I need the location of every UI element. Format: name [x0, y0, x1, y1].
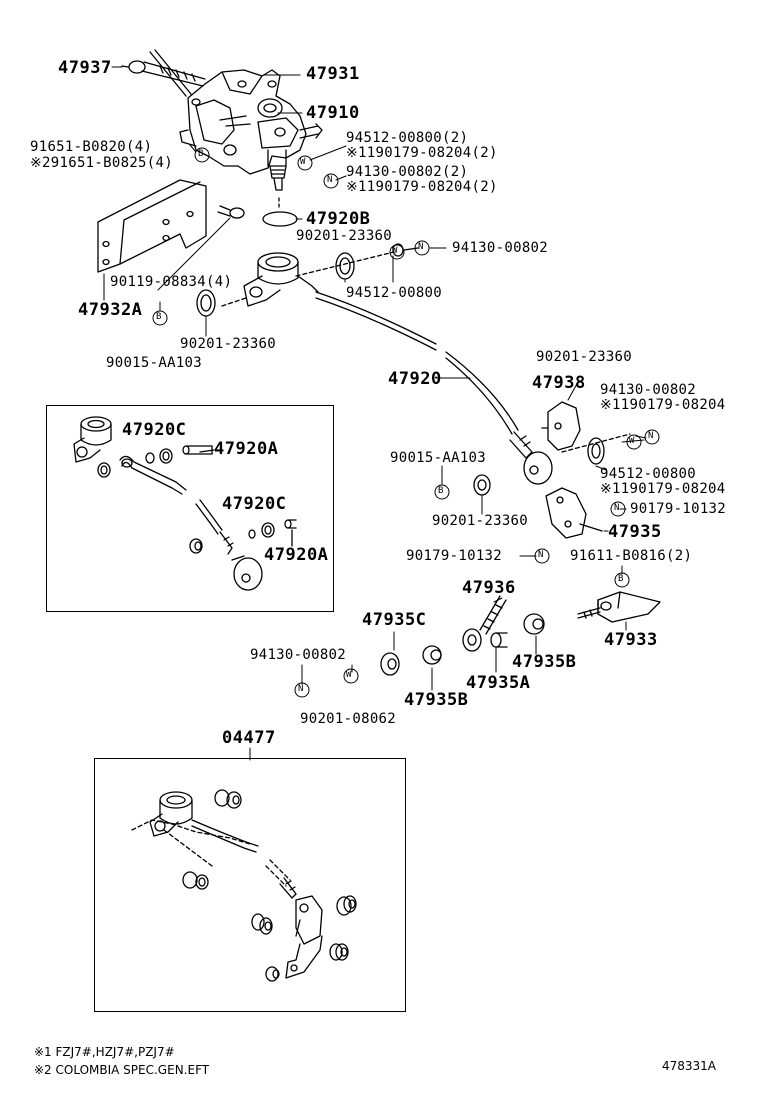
bracket-47938-drawing: [547, 401, 581, 451]
part-label-90201-23360-b[interactable]: 90201-23360: [180, 336, 277, 352]
part-label-47920c-b[interactable]: 47920C: [222, 494, 287, 514]
marker-n-5: N: [538, 550, 544, 560]
footnote-1: ※1 FZJ7#,HZJ7#,PZJ7#: [34, 1045, 175, 1059]
part-label-47936[interactable]: 47936: [462, 578, 516, 598]
footnote-2: ※2 COLOMBIA SPEC.GEN.EFT: [34, 1063, 210, 1077]
part-label-47935a[interactable]: 47935A: [466, 673, 531, 693]
marker-n-4: N: [614, 503, 620, 513]
part-label-94512-00800-a[interactable]: 94512-00800: [346, 285, 443, 301]
part-label-90179-10132-a[interactable]: 90179-10132: [630, 501, 727, 517]
part-label-91611-b0816[interactable]: 91611-B0816(2): [570, 548, 693, 564]
part-label-90015-aa103-a[interactable]: 90015-AA103: [106, 355, 203, 371]
marker-circles: [152, 147, 660, 698]
part-label-47920[interactable]: 47920: [388, 369, 442, 389]
marker-w-1: W: [300, 157, 306, 167]
bracket-47935-drawing: [545, 487, 587, 539]
marker-w-3: W: [629, 436, 635, 446]
sensor-cable-47920-drawing: [315, 291, 553, 485]
part-label-47910[interactable]: 47910: [306, 103, 360, 123]
part-label-47920c-a[interactable]: 47920C: [122, 420, 187, 440]
part-label-94130-00802-b[interactable]: 94130-00802: [600, 382, 697, 398]
part-label-90119-08834[interactable]: 90119-08834(4): [110, 274, 233, 290]
part-label-94512-00800-b[interactable]: 94512-00800: [600, 466, 697, 482]
marker-n-2: N: [418, 242, 424, 252]
inset-sensor-kit-drawing: [73, 416, 297, 591]
part-label-47938[interactable]: 47938: [532, 373, 586, 393]
bracket-47932a-drawing: [97, 179, 207, 273]
part-label-90201-23360-a[interactable]: 90201-23360: [296, 228, 393, 244]
part-label-47920a-a[interactable]: 47920A: [214, 439, 279, 459]
illustration-code: 478331A: [662, 1059, 717, 1073]
bolt-90119-drawing: [157, 205, 245, 291]
part-label-94512-00800-2[interactable]: 94512-00800(2): [346, 130, 469, 146]
part-label-91651-b0825[interactable]: ※291651-B0825(4): [30, 155, 173, 171]
part-label-90201-23360-d[interactable]: 90201-23360: [432, 513, 529, 529]
marker-b-3: B: [438, 486, 444, 496]
inset-box-sensor-kit: [46, 405, 334, 612]
part-label-94130-00802-2[interactable]: 94130-00802(2): [346, 164, 469, 180]
marker-w-2: W: [392, 246, 398, 256]
part-label-47935b-a[interactable]: 47935B: [512, 652, 577, 672]
part-label-47932a[interactable]: 47932A: [78, 300, 143, 320]
marker-b-4: B: [618, 574, 624, 584]
marker-n-1: N: [327, 175, 333, 185]
part-label-47935b-b[interactable]: 47935B: [404, 690, 469, 710]
bolt-47936-drawing: [462, 595, 508, 652]
part-label-190179-08204-2-b[interactable]: ※1190179-08204(2): [346, 179, 498, 195]
load-sensing-valve-drawing: [179, 69, 323, 191]
part-label-47920a-b[interactable]: 47920A: [264, 545, 329, 565]
sensor-housing-drawing: [243, 252, 319, 307]
bolt-47937-drawing: [121, 49, 206, 97]
gasket-47920b-drawing: [262, 211, 298, 227]
marker-n-3: N: [648, 431, 654, 441]
part-label-47935[interactable]: 47935: [608, 522, 662, 542]
marker-n-6: N: [298, 684, 304, 694]
part-label-90015-aa103-b[interactable]: 90015-AA103: [390, 450, 487, 466]
part-label-04477[interactable]: 04477: [222, 728, 276, 748]
marker-w-4: W: [346, 670, 352, 680]
part-label-91651-b0820[interactable]: 91651-B0820(4): [30, 139, 153, 155]
part-label-47933[interactable]: 47933: [604, 630, 658, 650]
part-label-47937[interactable]: 47937: [58, 58, 112, 78]
part-label-90179-10132-b[interactable]: 90179-10132: [406, 548, 503, 564]
part-label-94130-00802-c[interactable]: 94130-00802: [250, 647, 347, 663]
marker-b-1: B: [198, 149, 204, 159]
part-label-190179-08204-c[interactable]: ※1190179-08204: [600, 397, 726, 413]
part-label-94130-00802-a[interactable]: 94130-00802: [452, 240, 549, 256]
part-label-190179-08204-2-a[interactable]: ※1190179-08204(2): [346, 145, 498, 161]
part-label-190179-08204-d[interactable]: ※1190179-08204: [600, 481, 726, 497]
marker-b-2: B: [156, 312, 162, 322]
part-label-90201-08062[interactable]: 90201-08062: [300, 711, 397, 727]
part-label-47931[interactable]: 47931: [306, 64, 360, 84]
part-label-47920b[interactable]: 47920B: [306, 209, 371, 229]
part-label-90201-23360-c[interactable]: 90201-23360: [536, 349, 633, 365]
inset-box-04477: [94, 758, 406, 1012]
inset-kit-04477-drawing: [131, 789, 357, 982]
part-label-47935c[interactable]: 47935C: [362, 610, 427, 630]
bracket-47933-drawing: [577, 591, 661, 623]
